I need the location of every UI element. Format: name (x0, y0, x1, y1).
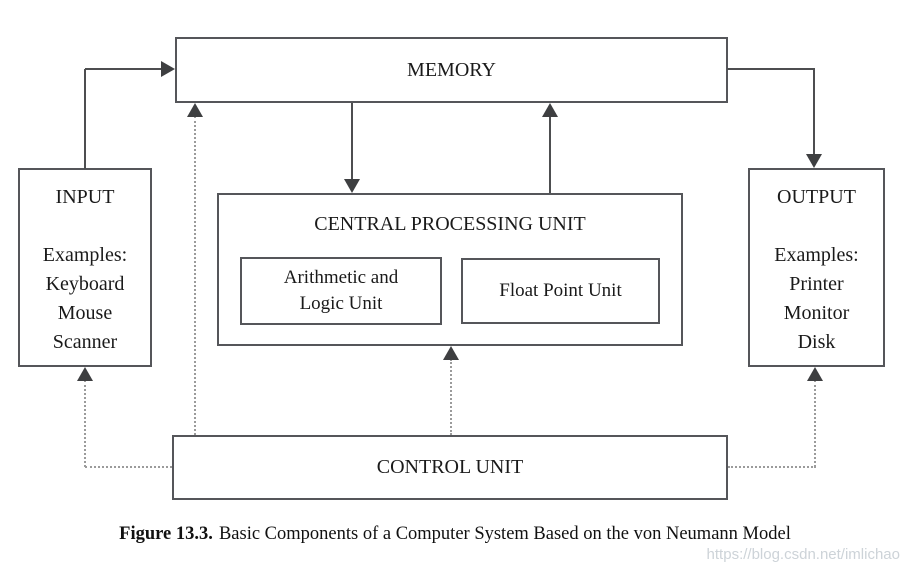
arrowhead-up-icon (542, 103, 558, 117)
arrowhead-up-icon (807, 367, 823, 381)
alu-box: Arithmetic and Logic Unit (240, 257, 442, 325)
arrowhead-up-icon (77, 367, 93, 381)
arrow-control-to-output-horizontal (728, 466, 816, 468)
output-box: OUTPUT Examples: Printer Monitor Disk (748, 168, 885, 367)
arrow-control-to-input-horizontal (85, 466, 172, 468)
arrow-cpu-to-memory-line (549, 116, 551, 193)
arrow-control-to-input-vertical (84, 380, 86, 467)
input-box: INPUT Examples: Keyboard Mouse Scanner (18, 168, 152, 367)
arrowhead-down-icon (344, 179, 360, 193)
control-unit-box: CONTROL UNIT (172, 435, 728, 500)
arrow-memory-to-output-horizontal (727, 68, 815, 70)
output-examples: Examples: Printer Monitor Disk (750, 241, 883, 357)
arrow-memory-to-cpu-line (351, 103, 353, 181)
output-examples-label: Examples: (774, 244, 859, 266)
figure-caption-number: Figure 13.3. (119, 524, 213, 544)
fpu-box: Float Point Unit (461, 258, 660, 324)
figure-caption: Figure 13.3.Basic Components of a Comput… (0, 524, 910, 545)
arrowhead-down-icon (806, 154, 822, 168)
watermark-text: https://blog.csdn.net/imlichao (706, 546, 900, 563)
output-title: OUTPUT (777, 186, 856, 208)
memory-label: MEMORY (407, 58, 496, 81)
arrow-input-to-memory-vertical (84, 69, 86, 169)
arrow-input-to-memory-horizontal (85, 68, 163, 70)
alu-label: Arithmetic and Logic Unit (283, 267, 399, 314)
input-title: INPUT (55, 186, 115, 208)
input-examples: Examples: Keyboard Mouse Scanner (20, 241, 150, 357)
arrow-control-to-cpu-line (450, 359, 452, 435)
arrow-memory-to-output-vertical (813, 69, 815, 155)
output-example-item: Disk (797, 331, 836, 353)
output-example-item: Monitor (783, 302, 850, 324)
memory-box: MEMORY (175, 37, 728, 103)
input-example-item: Scanner (52, 331, 118, 353)
fpu-label: Float Point Unit (499, 280, 622, 301)
input-examples-label: Examples: (42, 244, 128, 266)
output-example-item: Printer (789, 273, 844, 295)
arrowhead-up-icon (443, 346, 459, 360)
arrow-control-to-output-vertical (814, 380, 816, 467)
control-unit-label: CONTROL UNIT (376, 456, 524, 478)
arrowhead-up-icon (187, 103, 203, 117)
arrowhead-right-icon (161, 61, 175, 77)
input-example-item: Keyboard (45, 273, 125, 295)
figure-caption-text: Basic Components of a Computer System Ba… (218, 524, 791, 544)
cpu-label: CENTRAL PROCESSING UNIT (314, 213, 586, 235)
arrow-control-to-memory-line (194, 116, 196, 435)
input-example-item: Mouse (57, 302, 113, 324)
